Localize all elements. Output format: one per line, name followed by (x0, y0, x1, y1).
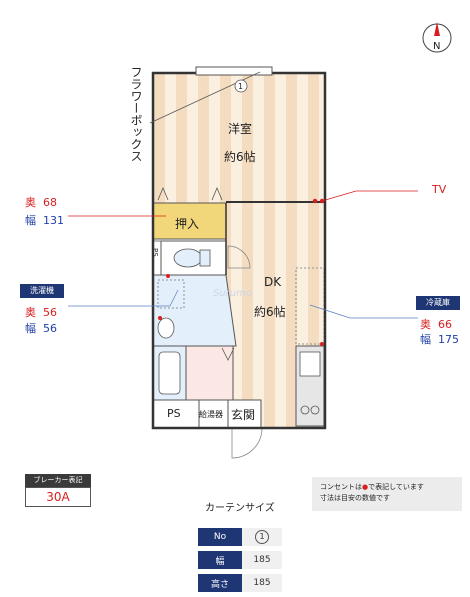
outlet-marker (320, 342, 324, 346)
curtain-value-no: 1 (242, 528, 282, 546)
washer-width-value: 56 (43, 322, 57, 335)
stove-burner-icon (300, 405, 310, 415)
toilet-door (227, 245, 251, 269)
sliding-door-mark (221, 347, 235, 361)
tv-leader (321, 190, 357, 202)
outlet-dot-icon: ● (362, 483, 369, 491)
sliding-door-mark (157, 186, 169, 201)
western-room-name: 洋室 (228, 122, 253, 136)
entrance-label: 玄関 (231, 408, 256, 422)
note-line-1-pre: コンセントは (320, 483, 362, 491)
bath-dressing (185, 345, 234, 401)
breaker-value: 30A (25, 487, 91, 507)
western-room-floor (153, 73, 325, 203)
fridge-width-value: 175 (438, 333, 459, 346)
washer-depth-label: 奥 (25, 306, 36, 319)
note-line-1-post: で表記しています (368, 483, 424, 491)
oshiire-depth: 奥 68 (25, 196, 57, 209)
outlet-marker (312, 198, 318, 204)
washer-depth-value: 56 (43, 306, 57, 319)
bathtub-icon (158, 351, 181, 395)
window-marker-number: 1 (238, 82, 244, 91)
entrance-box (227, 399, 262, 429)
compass-icon (422, 22, 452, 53)
note-line-1: コンセントは●で表記しています (320, 482, 454, 493)
washer-width-label: 幅 (25, 322, 36, 335)
curtain-table: No 1 幅 185 高さ 185 (198, 523, 282, 597)
water-heater-label: 給湯器 (199, 410, 223, 419)
oshiire-depth-value: 68 (43, 196, 57, 209)
washer-space (157, 279, 185, 309)
oshiire-closet (152, 202, 227, 240)
kitchen-sink-icon (299, 351, 321, 377)
oshiire-depth-label: 奥 (25, 196, 36, 209)
dk-name: DK (264, 275, 282, 289)
washer-tag: 洗濯機 (20, 284, 64, 298)
curtain-no-circle: 1 (255, 530, 269, 544)
stove-burner-icon (310, 405, 320, 415)
window (195, 66, 273, 76)
entrance-door (231, 427, 263, 459)
flower-box-label: フラワーボックス (129, 66, 143, 162)
curtain-label-width: 幅 (198, 551, 242, 569)
outlet-marker (166, 274, 170, 278)
note-line-2: 寸法は目安の数値です (320, 494, 390, 502)
table-row: 高さ 185 (198, 574, 282, 592)
ps-lower-label: PS (167, 407, 181, 420)
washer-width: 幅 56 (25, 322, 57, 335)
tv-label: TV (432, 183, 447, 196)
legend-note: コンセントは●で表記しています 寸法は目安の数値です (312, 477, 462, 511)
toilet-icon (173, 248, 203, 268)
washer-leader (169, 289, 179, 307)
fridge-depth-label: 奥 (420, 318, 431, 331)
breaker-title: ブレーカー表記 (25, 474, 91, 487)
curtain-label-height: 高さ (198, 574, 242, 592)
window-marker (234, 79, 248, 93)
dk-size: 約6帖 (254, 305, 286, 319)
fridge-depth: 奥 66 (420, 318, 452, 331)
table-row: No 1 (198, 528, 282, 546)
curtain-value-width: 185 (242, 551, 282, 569)
sink-icon (157, 317, 175, 339)
oshiire-width-label: 幅 (25, 214, 36, 227)
fridge-depth-value: 66 (438, 318, 452, 331)
ps-upper-label: PS (151, 248, 159, 257)
oshiire-label: 押入 (175, 217, 200, 231)
fridge-tag: 冷蔵庫 (416, 296, 460, 310)
fridge-width: 幅 175 (420, 333, 459, 346)
fridge-leader (309, 304, 351, 319)
western-room-size: 約6帖 (224, 150, 256, 164)
outlet-marker (158, 316, 162, 320)
washer-depth: 奥 56 (25, 306, 57, 319)
compass-letter: N (433, 41, 441, 52)
fridge-width-label: 幅 (420, 333, 431, 346)
curtain-label-no: No (198, 528, 242, 546)
watermark: Surumo (213, 288, 252, 299)
table-row: 幅 185 (198, 551, 282, 569)
sliding-door-mark (211, 186, 223, 201)
curtain-title: カーテンサイズ (205, 503, 275, 514)
oshiire-width-value: 131 (43, 214, 64, 227)
oshiire-width: 幅 131 (25, 214, 64, 227)
curtain-value-height: 185 (242, 574, 282, 592)
